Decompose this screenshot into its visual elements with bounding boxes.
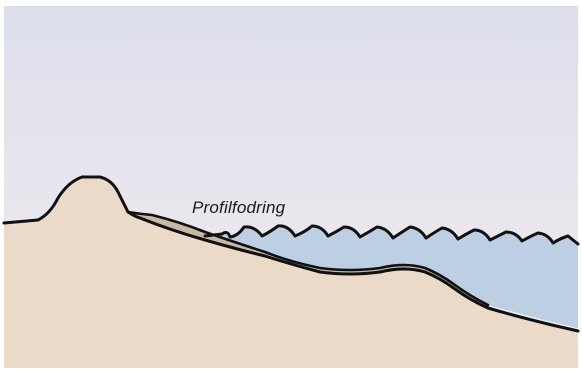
nourishment-label: Profilfodring [192, 198, 285, 218]
